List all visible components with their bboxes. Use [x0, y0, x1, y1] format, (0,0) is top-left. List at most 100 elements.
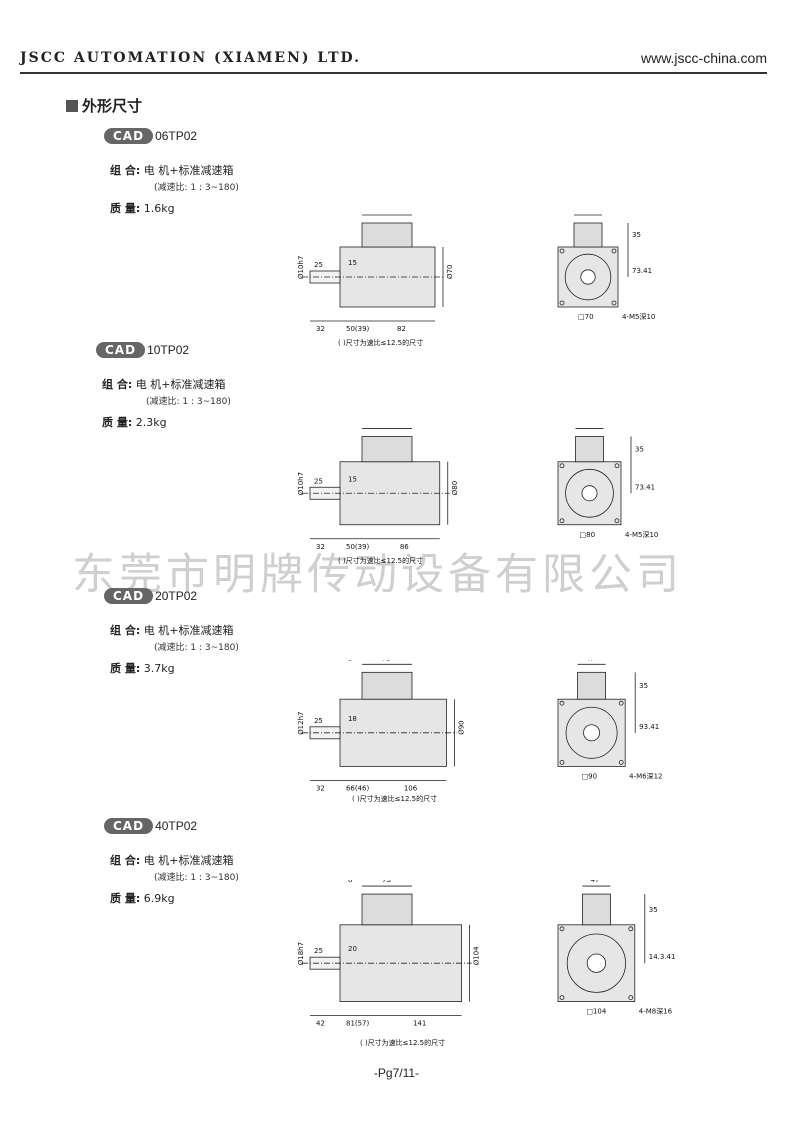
dim-screw-holes: 4-M8深16 — [639, 1007, 672, 1016]
dim-a: 8 — [348, 880, 352, 884]
dim-front-offset: 73.41 — [632, 267, 652, 275]
combo-label: 组 合: — [102, 378, 133, 391]
dim-f: 66(46) — [346, 784, 369, 792]
dim-c: 25 — [314, 261, 323, 269]
header-divider — [20, 72, 767, 74]
dim-body: Ø90 — [457, 720, 465, 734]
dim-a: 4 — [348, 425, 353, 427]
weight-label: 质 量: — [110, 662, 141, 675]
weight-value: 6.9kg — [143, 892, 175, 905]
cad-badge[interactable]: CAD — [96, 342, 146, 358]
weight-value: 2.3kg — [135, 416, 167, 429]
dim-e: 32 — [316, 543, 325, 551]
dim-front-width: 47 — [582, 212, 591, 213]
terminal-box — [361, 222, 413, 248]
dim-front-offset: 73.41 — [635, 483, 655, 491]
combo-value: 电 机+标准减速箱 — [143, 624, 234, 637]
dim-front-height: 35 — [639, 682, 648, 690]
cad-badge[interactable]: CAD — [104, 818, 154, 834]
dim-e: 32 — [316, 784, 325, 792]
weight-label: 质 量: — [110, 202, 141, 215]
dim-g: 106 — [404, 784, 417, 792]
dim-c: 25 — [314, 717, 323, 725]
model-code: 10TP02 — [147, 343, 190, 357]
dim-flange-square: □80 — [580, 531, 596, 539]
combo-label: 组 合: — [110, 624, 141, 637]
section-title: 外形尺寸 — [66, 95, 142, 116]
dim-front-height: 35 — [635, 445, 644, 453]
terminal-box — [361, 436, 413, 463]
weight-label: 质 量: — [110, 892, 141, 905]
page-number: -Pg7/11- — [373, 1066, 420, 1080]
model-code: 06TP02 — [155, 129, 198, 143]
motor-dimension-drawing: 47325153250(39)82Ø10h7Ø70473573.41□704-M… — [297, 212, 655, 333]
combo-label: 组 合: — [110, 164, 141, 177]
dim-a: 5 — [348, 660, 352, 662]
ratio-note: ( )尺寸为速比≤12.5的尺寸 — [338, 557, 424, 565]
weight-value: 3.7kg — [143, 662, 175, 675]
combo-value: 电 机+标准减速箱 — [143, 164, 234, 177]
dim-shaft: Ø10h7 — [297, 256, 305, 279]
combo-value: 电 机+标准减速箱 — [143, 854, 234, 867]
dim-flange-square: □70 — [578, 313, 594, 321]
ratio-text: (减速比: 1 : 3~180) — [146, 397, 231, 407]
dim-front-offset: 14.3.41 — [649, 953, 676, 961]
dim-d: 15 — [348, 259, 357, 267]
model-code: 20TP02 — [155, 589, 198, 603]
website-link[interactable]: www.jscc-china.com — [640, 50, 767, 66]
dim-d: 18 — [348, 715, 357, 723]
dim-shaft: Ø12h7 — [297, 712, 305, 735]
terminal-box — [361, 893, 413, 926]
dim-front-width: 47 — [584, 425, 593, 427]
dim-a: 4 — [348, 212, 353, 213]
dim-front-width: 47 — [590, 880, 599, 884]
weight-label: 质 量: — [102, 416, 133, 429]
motor-dimension-drawing: 47325153250(39)86Ø10h7Ø80473573.41□804-M… — [297, 425, 658, 551]
dim-body: Ø104 — [473, 946, 481, 965]
ratio-text: (减速比: 1 : 3~180) — [154, 873, 239, 883]
dim-body: Ø80 — [451, 481, 459, 495]
dim-flange-square: □104 — [586, 1008, 606, 1016]
dim-front-height: 35 — [632, 231, 641, 239]
ratio-text: (减速比: 1 : 3~180) — [154, 183, 239, 193]
dim-front-height: 35 — [649, 906, 658, 914]
cad-badge[interactable]: CAD — [104, 588, 154, 604]
dim-b: 73 — [382, 660, 391, 662]
model-code: 40TP02 — [155, 819, 198, 833]
ratio-note: ( )尺寸为速比≤12.5的尺寸 — [352, 795, 438, 803]
dim-flange-square: □90 — [582, 772, 598, 780]
dim-front-width: 47 — [586, 660, 595, 662]
terminal-box — [361, 671, 413, 700]
dim-d: 15 — [348, 475, 357, 483]
dim-shaft: Ø10h7 — [297, 472, 305, 495]
ratio-text: (减速比: 1 : 3~180) — [154, 643, 239, 653]
dim-c: 25 — [314, 947, 323, 955]
dim-f: 81(57) — [346, 1020, 369, 1028]
dim-body: Ø70 — [446, 265, 454, 279]
combo-value: 电 机+标准减速箱 — [135, 378, 226, 391]
dim-b: 73 — [382, 425, 391, 427]
dim-b: 73 — [382, 880, 391, 884]
motor-dimension-drawing: 8 73 25 20 42 81(57) 141 Ø18h7 Ø104 47 35 14.3.41 □1… — [297, 880, 676, 1028]
dim-screw-holes: 4-M5深10 — [622, 312, 655, 321]
dim-g: 86 — [400, 543, 409, 551]
ratio-note: ( )尺寸为速比≤12.5的尺寸 — [360, 1039, 446, 1047]
dim-screw-holes: 4-M5深10 — [625, 530, 658, 539]
dim-f: 50(39) — [346, 325, 370, 333]
dim-g: 82 — [397, 325, 406, 333]
company-name: JSCC AUTOMATION (XIAMEN) LTD. — [20, 50, 362, 66]
square-bullet-icon — [66, 100, 78, 112]
dim-screw-holes: 4-M6深12 — [629, 771, 662, 780]
motor-dimension-drawing: 5 73 25 18 32 66(46) 106 Ø12h7 Ø90 47 35 93.41 □90 4-… — [297, 660, 662, 792]
dim-d: 20 — [348, 945, 357, 953]
dim-shaft: Ø18h7 — [297, 942, 305, 965]
dim-e: 42 — [316, 1020, 325, 1028]
cad-badge[interactable]: CAD — [104, 128, 154, 144]
watermark: 东莞市明牌传动设备有限公司 — [72, 550, 683, 600]
dim-front-offset: 93.41 — [639, 723, 659, 731]
ratio-note: ( )尺寸为速比≤12.5的尺寸 — [338, 339, 424, 347]
dim-b: 73 — [382, 212, 391, 213]
dim-f: 50(39) — [346, 543, 370, 551]
dim-g: 141 — [413, 1020, 426, 1028]
combo-label: 组 合: — [110, 854, 141, 867]
